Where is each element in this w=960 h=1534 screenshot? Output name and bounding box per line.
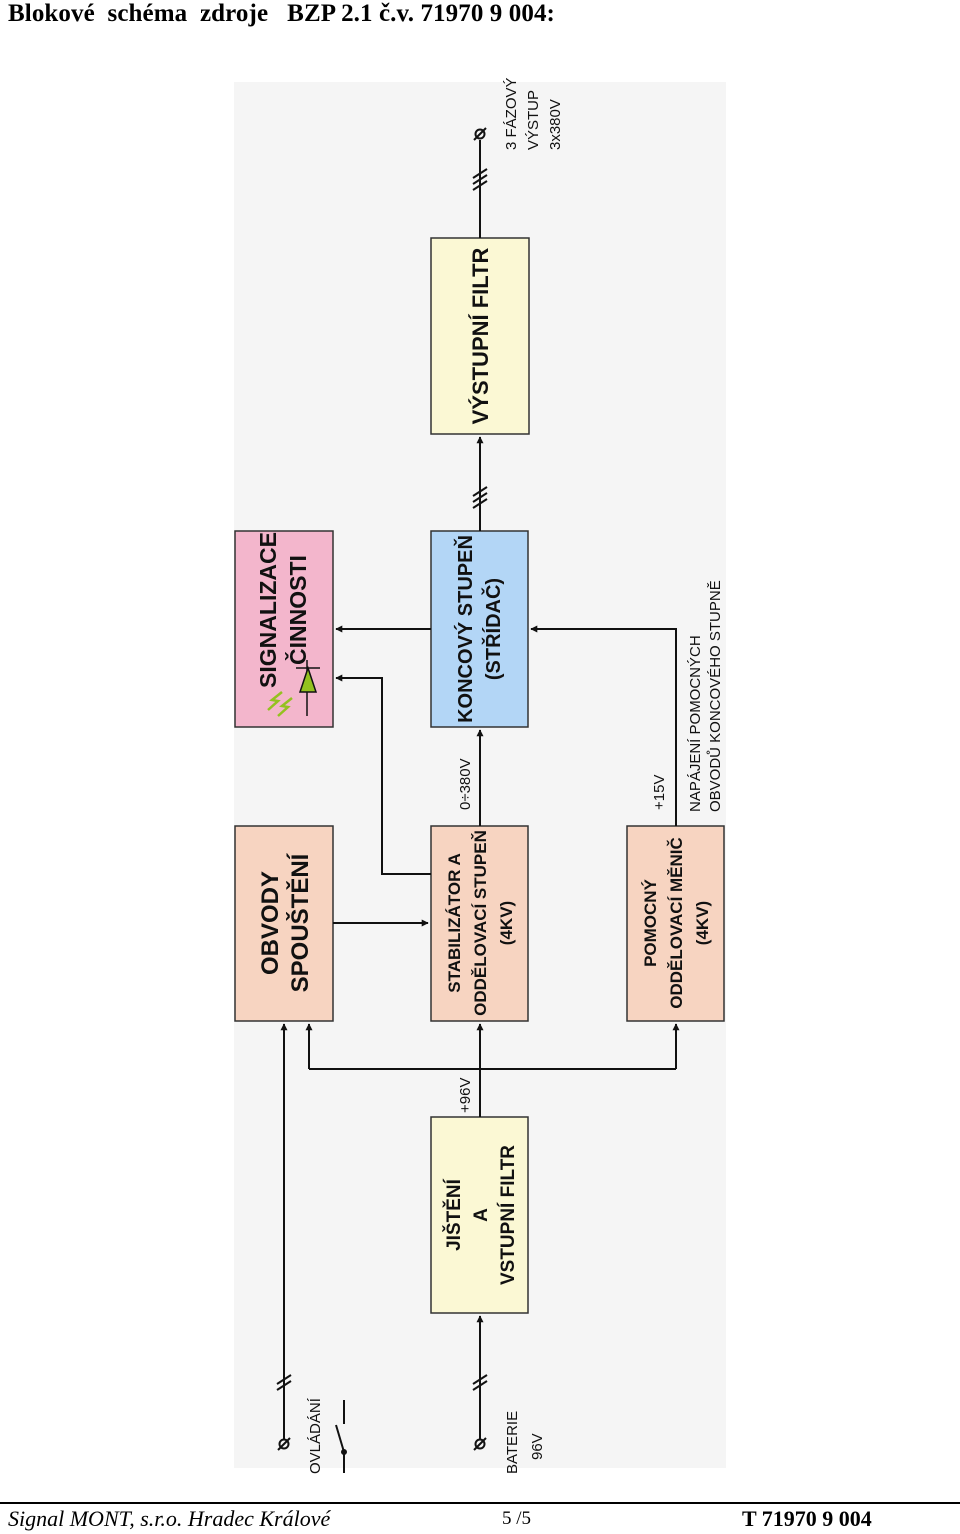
block-stabilizator-label-1: STABILIZÁTOR A <box>445 853 464 992</box>
block-jisteni: JIŠTĚNÍ A VSTUPNÍ FILTR <box>430 1116 529 1314</box>
block-jisteni-label-2: A <box>471 1208 492 1222</box>
led-icon <box>267 660 320 717</box>
block-obvody-box <box>234 825 334 1022</box>
wire-stabilizator-signalizace <box>335 674 431 875</box>
block-signalizace-label-2: ČINNOSTI <box>284 555 311 665</box>
block-jisteni-label-3: VSTUPNÍ FILTR <box>497 1145 519 1285</box>
footer-rule <box>0 1502 960 1504</box>
block-signalizace-label-1: SIGNALIZACE <box>255 532 281 688</box>
switch-icon <box>335 1400 347 1473</box>
wire-15v <box>530 625 677 826</box>
block-koncovy-box <box>430 530 529 728</box>
label-96v: +96V <box>457 1078 474 1113</box>
footer-page-number: 5 /5 <box>502 1508 532 1529</box>
label-vystup-1: 3 FÁZOVÝ <box>503 77 520 150</box>
block-vystupni-box <box>430 237 530 435</box>
block-stabilizator-label-2: ODDĚLOVACÍ STUPEŇ <box>471 830 490 1016</box>
block-pomocny-label-1: POMOCNÝ <box>641 878 660 967</box>
wires <box>280 140 680 1440</box>
block-stabilizator-label-3: (4KV) <box>497 901 516 945</box>
label-baterie-voltage: 96V <box>529 1433 546 1460</box>
block-vystupni-label-1: VÝSTUPNÍ FILTR <box>468 247 493 424</box>
label-vystup-3: 3x380V <box>547 99 564 150</box>
block-signalizace: SIGNALIZACE ČINNOSTI <box>234 530 334 728</box>
label-napajeni-1: NAPÁJENÍ POMOCNÝCH <box>687 635 704 812</box>
block-jisteni-label-1: JIŠTĚNÍ <box>443 1178 465 1251</box>
block-signalizace-box <box>234 530 334 728</box>
block-koncovy: KONCOVÝ STUPEŇ (STŘÍDAČ) <box>430 530 529 728</box>
block-koncovy-label-1: KONCOVÝ STUPEŇ <box>453 535 477 723</box>
label-vystup-2: VÝSTUP <box>525 90 542 150</box>
label-ovladani: OVLÁDÁNÍ <box>307 1397 324 1474</box>
block-obvody: OBVODY SPOUŠTĚNÍ <box>234 825 334 1022</box>
page-footer: Signal MONT, s.r.o. Hradec Králové 5 /5 … <box>0 1506 960 1534</box>
block-vystupni: VÝSTUPNÍ FILTR <box>430 237 530 435</box>
label-napajeni-2: OBVODŮ KONCOVÉHO STUPNĚ <box>706 580 724 812</box>
block-obvody-label-2: SPOUŠTĚNÍ <box>286 852 314 992</box>
block-pomocny-label-2: ODDĚLOVACÍ MĚNIČ <box>667 837 686 1009</box>
label-15v: +15V <box>651 775 668 810</box>
block-pomocny: POMOCNÝ ODDĚLOVACÍ MĚNIČ (4KV) <box>626 825 725 1022</box>
footer-company: Signal MONT, s.r.o. Hradec Králové <box>8 1506 331 1531</box>
label-baterie: BATERIE <box>504 1411 521 1474</box>
block-obvody-label-1: OBVODY <box>257 871 284 975</box>
footer-doc-number: T 71970 9 004 <box>742 1506 872 1531</box>
terminal-icons <box>277 127 487 1451</box>
page-title: Blokové schéma zdroje BZP 2.1 č.v. 71970… <box>8 0 555 27</box>
block-jisteni-box <box>430 1116 529 1314</box>
label-380v: 0÷380V <box>457 758 474 810</box>
block-stabilizator-box <box>430 825 529 1022</box>
block-stabilizator: STABILIZÁTOR A ODDĚLOVACÍ STUPEŇ (4KV) <box>430 825 529 1022</box>
line-ticks <box>276 168 488 1391</box>
block-pomocny-box <box>626 825 725 1022</box>
block-pomocny-label-3: (4KV) <box>693 901 712 945</box>
block-koncovy-label-2: (STŘÍDAČ) <box>481 578 505 680</box>
